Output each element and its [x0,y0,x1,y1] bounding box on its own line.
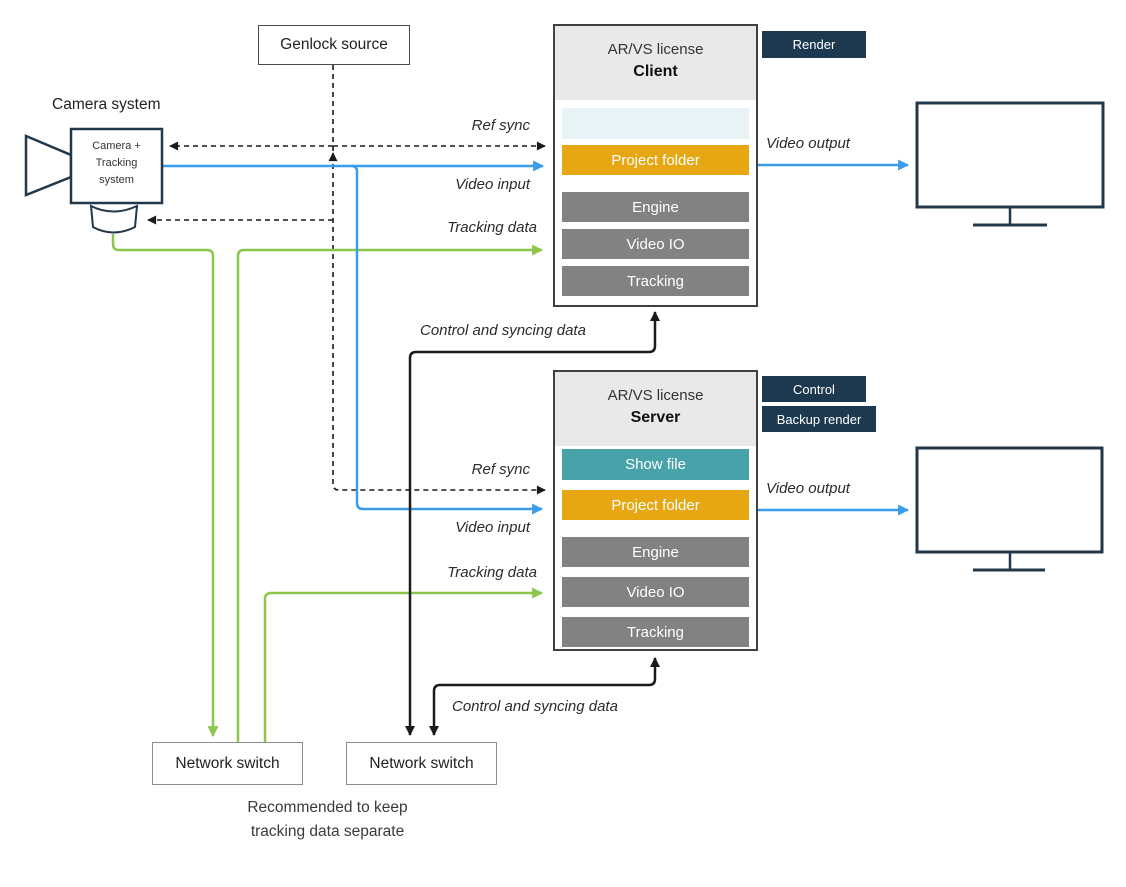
server-badge-backup-render: Backup render [762,406,876,432]
client-license-label: AR/VS license [607,41,704,58]
tracking-data-client-label: Tracking data [447,219,537,236]
server-badge-control: Control [762,376,866,402]
monitor-server [915,446,1104,554]
ref-sync-server-label: Ref sync [471,461,530,478]
genlock-to-server-refsync-line [332,65,546,495]
network-switch-control-box: Network switch [346,742,497,785]
tracking-camera-to-switch-line [111,234,219,738]
network-switch-tracking-label: Network switch [175,754,280,772]
camera-tracking-ring [89,204,139,234]
tracking-switch-to-client-line [236,244,544,743]
client-role-label: Client [633,63,678,80]
camera-body-box [69,127,164,205]
client-row-project-folder: Project folder [562,145,749,175]
tracking-switch-to-server-line [263,587,544,743]
client-row-engine: Engine [562,192,749,222]
monitor-client [915,101,1105,209]
client-row-tracking: Tracking [562,266,749,296]
server-row-video-io: Video IO [562,577,749,607]
video-output-server-label: Video output [766,480,850,497]
server-row-tracking: Tracking [562,617,749,647]
tracking-separation-note: Recommended to keep tracking data separa… [247,799,408,840]
client-row-video-io: Video IO [562,229,749,259]
client-unit-box: AR/VS license Client Project folder Engi… [553,24,758,307]
ref-sync-client-label: Ref sync [471,117,530,134]
client-badge-render: Render [762,31,866,58]
network-switch-tracking-box: Network switch [152,742,303,785]
video-input-server-line [351,164,544,515]
control-server-switch-line [429,657,660,736]
camera-system-label: Camera system [52,96,161,113]
client-header: AR/VS license Client [555,26,756,100]
client-row-placeholder [562,108,749,139]
control-client-switch-line [405,311,660,736]
control-sync-server-label: Control and syncing data [452,698,618,715]
video-output-client-label: Video output [766,135,850,152]
camera-body-label: Camera + Tracking system [92,140,141,186]
camera-lens-cone [24,134,73,197]
video-input-client-label: Video input [455,176,530,193]
genlock-source-box: Genlock source [258,25,410,65]
server-row-project-folder: Project folder [562,490,749,520]
server-row-show-file: Show file [562,449,749,480]
tracking-data-server-label: Tracking data [447,564,537,581]
server-unit-box: AR/VS license Server Show file Project f… [553,370,758,651]
server-header: AR/VS license Server [555,372,756,446]
control-sync-client-label: Control and syncing data [420,322,586,339]
server-license-label: AR/VS license [607,387,704,404]
network-switch-control-label: Network switch [369,754,474,772]
server-role-label: Server [630,409,681,426]
server-row-engine: Engine [562,537,749,567]
genlock-source-label: Genlock source [280,36,388,53]
video-input-server-label: Video input [455,519,530,536]
